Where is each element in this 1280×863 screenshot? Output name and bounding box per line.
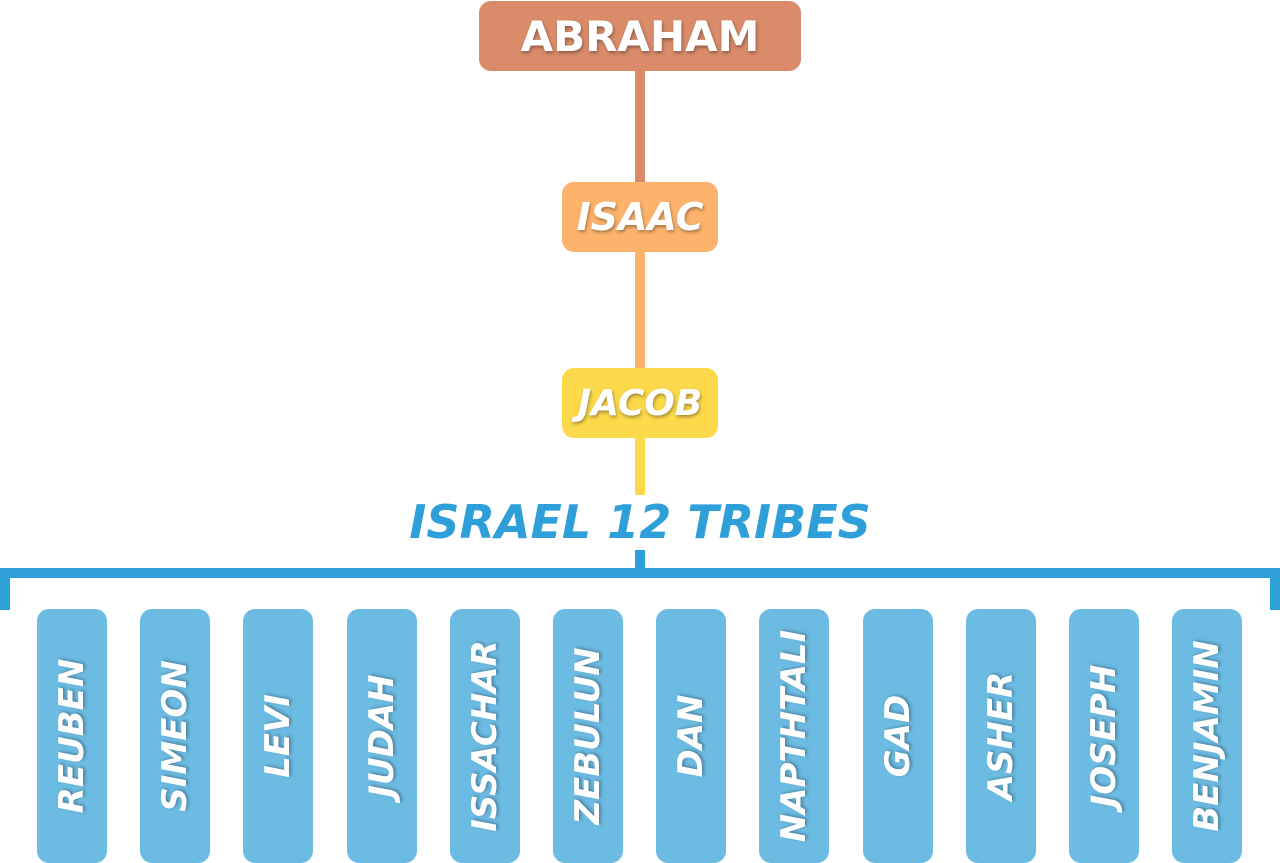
node-jacob: JACOB (562, 368, 718, 438)
tribe-label: ZEBULUN (568, 647, 608, 825)
connector-title-bracket (635, 550, 645, 572)
tribe-label: SIMEON (155, 660, 195, 812)
tribe-box-simeon: SIMEON (140, 609, 210, 863)
tribe-label: REUBEN (52, 658, 92, 814)
tribe-label: LEVI (258, 694, 298, 778)
tribes-bracket-right-tick (1270, 568, 1280, 610)
connector-isaac-jacob (635, 251, 645, 369)
tribe-box-benjamin: BENJAMIN (1172, 609, 1242, 863)
connector-abraham-isaac (635, 70, 645, 184)
tribe-box-reuben: REUBEN (37, 609, 107, 863)
tribe-box-levi: LEVI (243, 609, 313, 863)
tribe-box-judah: JUDAH (347, 609, 417, 863)
node-abraham: ABRAHAM (479, 1, 801, 71)
node-isaac-label: ISAAC (576, 195, 704, 239)
tribe-label: BENJAMIN (1187, 640, 1227, 832)
tribe-label: JOSEPH (1084, 664, 1124, 808)
tribes-bracket-bar (0, 568, 1280, 578)
tribe-label: NAPTHTALI (774, 629, 814, 843)
tribe-box-dan: DAN (656, 609, 726, 863)
tribe-box-zebulun: ZEBULUN (553, 609, 623, 863)
tribe-box-joseph: JOSEPH (1069, 609, 1139, 863)
tribe-box-gad: GAD (863, 609, 933, 863)
tribe-label: GAD (878, 694, 918, 778)
tribes-bracket-left-tick (0, 568, 10, 610)
tribe-label: JUDAH (362, 674, 402, 798)
tribe-label: DAN (671, 694, 711, 778)
tribe-label: ASHER (981, 671, 1021, 801)
tribe-box-napthtali: NAPTHTALI (759, 609, 829, 863)
node-jacob-label: JACOB (577, 382, 703, 424)
tribe-label: ISSACHAR (465, 640, 505, 832)
node-isaac: ISAAC (562, 182, 718, 252)
tribes-title: ISRAEL 12 TRIBES (409, 495, 871, 549)
connector-jacob-title (635, 437, 645, 495)
node-abraham-label: ABRAHAM (520, 11, 760, 61)
tribe-box-asher: ASHER (966, 609, 1036, 863)
tribe-box-issachar: ISSACHAR (450, 609, 520, 863)
